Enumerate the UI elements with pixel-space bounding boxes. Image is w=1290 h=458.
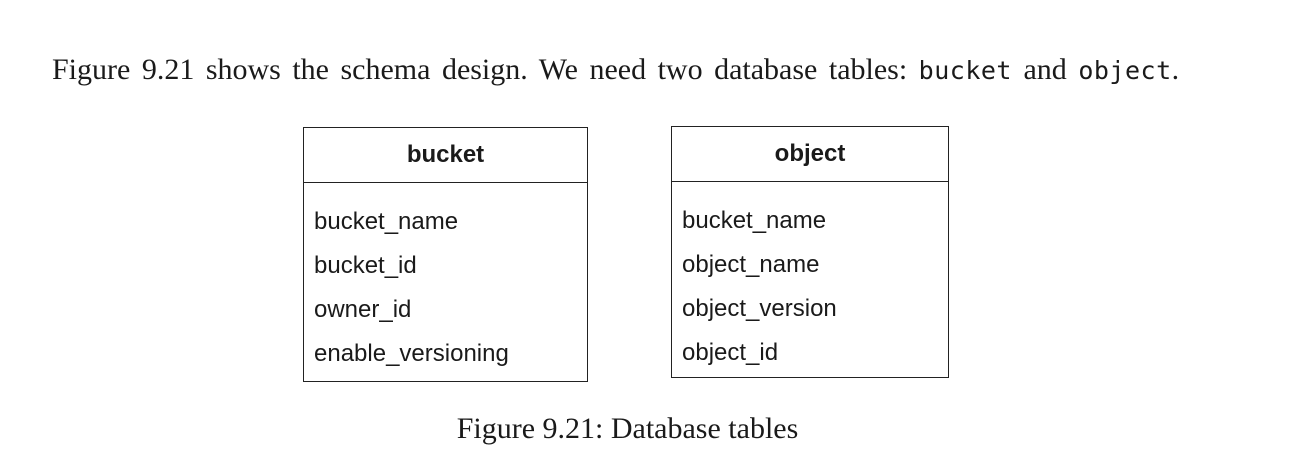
- body-paragraph: Figure 9.21 shows the schema design. We …: [52, 48, 1212, 92]
- object-table: object bucket_name object_name object_ve…: [671, 126, 949, 378]
- object-field: object_id: [682, 339, 779, 366]
- bucket-field: enable_versioning: [314, 340, 509, 367]
- bucket-field: bucket_name: [314, 208, 459, 235]
- paragraph-text-3: .: [1171, 53, 1180, 86]
- paragraph-text-2: and: [1011, 53, 1079, 86]
- figure-caption: Figure 9.21: Database tables: [456, 412, 799, 445]
- bucket-table-title: bucket: [304, 128, 587, 183]
- object-table-fields: bucket_name object_name object_version o…: [672, 182, 948, 375]
- object-field: object_name: [682, 251, 820, 278]
- object-table-title: object: [672, 127, 948, 182]
- paragraph-text-1: Figure 9.21 shows the schema design. We …: [52, 53, 919, 86]
- object-field: object_version: [682, 295, 837, 322]
- object-field: bucket_name: [682, 207, 827, 234]
- bucket-table: bucket bucket_name bucket_id owner_id en…: [303, 127, 588, 382]
- bucket-field: bucket_id: [314, 252, 417, 279]
- inline-code-object: object: [1078, 56, 1172, 85]
- bucket-field: owner_id: [314, 296, 412, 323]
- inline-code-bucket: bucket: [918, 56, 1012, 85]
- bucket-table-fields: bucket_name bucket_id owner_id enable_ve…: [304, 183, 587, 376]
